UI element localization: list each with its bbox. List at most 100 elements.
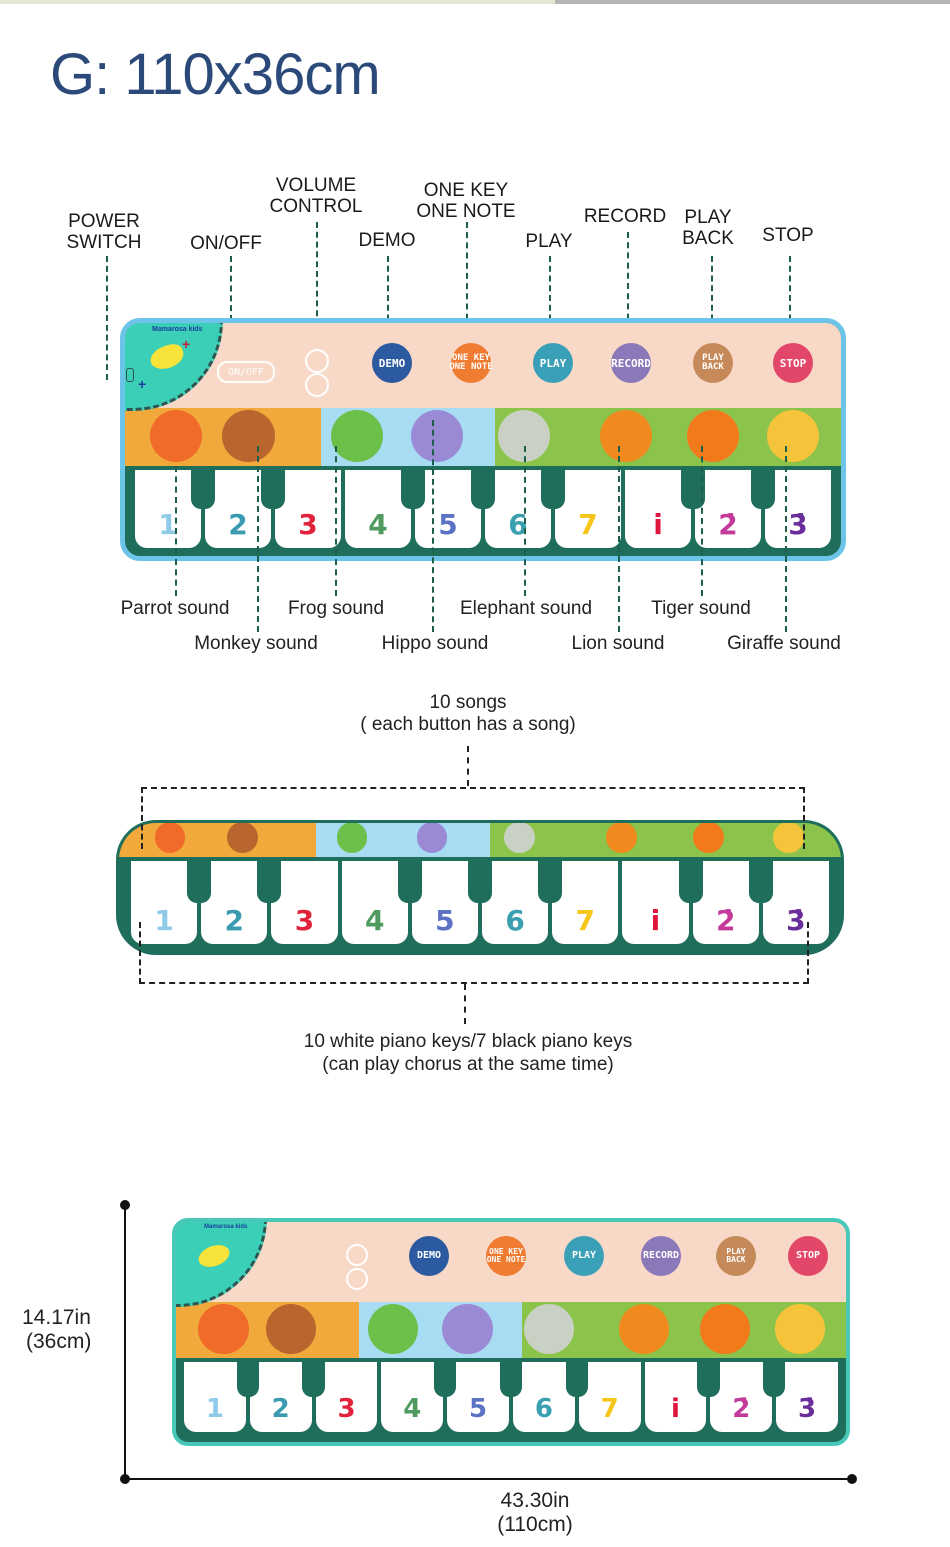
tiger-illustration [686, 409, 740, 462]
white-key[interactable] [695, 470, 761, 548]
volume-down-icon[interactable]: + [138, 376, 147, 392]
sound-label-giraffe: Giraffe sound [727, 633, 841, 654]
tiger-illustration [693, 823, 724, 853]
mat-button-play-back[interactable]: PLAY BACK [716, 1236, 756, 1276]
key-number: 4 [368, 508, 388, 541]
sound-leader-line [524, 446, 526, 596]
black-key[interactable] [468, 857, 492, 903]
white-key[interactable] [644, 1362, 707, 1432]
giraffe-illustration [773, 823, 805, 853]
black-key[interactable] [257, 857, 282, 903]
white-key[interactable] [622, 861, 689, 944]
sound-label-lion: Lion sound [571, 633, 665, 654]
width-dimension-line [124, 1478, 852, 1480]
black-key[interactable] [763, 1358, 786, 1397]
white-key[interactable] [552, 861, 619, 944]
black-key[interactable] [751, 466, 775, 509]
parrot-illustration [198, 1303, 249, 1354]
power-switch[interactable] [126, 368, 134, 382]
mat-button-record[interactable]: RECORD [641, 1236, 681, 1276]
key-number: 5 [438, 508, 458, 541]
white-key[interactable] [710, 1362, 773, 1432]
key-number: 2̇ [718, 508, 738, 541]
black-key[interactable] [748, 857, 773, 903]
black-key[interactable] [397, 857, 422, 903]
mat-button-one-key-one-note[interactable]: ONE KEY ONE NOTE [449, 343, 493, 383]
mat-button-record[interactable]: RECORD [611, 343, 651, 383]
white-key[interactable] [184, 1362, 246, 1432]
black-key[interactable] [541, 466, 565, 509]
on-off-button[interactable]: ON/OFF [217, 361, 275, 383]
black-key[interactable] [434, 1358, 457, 1397]
sound-label-frog: Frog sound [287, 598, 385, 619]
black-key[interactable] [678, 857, 703, 903]
white-key[interactable] [447, 1362, 509, 1432]
ground-orange [119, 823, 316, 857]
white-key[interactable] [131, 861, 198, 944]
key-number: 4 [403, 1394, 422, 1424]
leader-line [789, 256, 791, 340]
black-key[interactable] [681, 466, 705, 509]
white-key[interactable] [765, 470, 831, 548]
black-key[interactable] [302, 1358, 325, 1397]
white-key[interactable] [381, 1362, 444, 1432]
black-key[interactable] [401, 466, 425, 509]
black-key[interactable] [565, 1358, 588, 1397]
white-key[interactable] [411, 861, 478, 944]
key-number: 2 [271, 1394, 290, 1424]
brand-logo: Mamarosa kids [204, 1224, 248, 1230]
black-key[interactable] [236, 1358, 259, 1397]
white-key[interactable] [485, 470, 551, 548]
white-key[interactable] [482, 861, 549, 944]
mat-button-demo[interactable]: DEMO [409, 1236, 449, 1276]
music-note-icon [147, 340, 187, 374]
mat-button-demo[interactable]: DEMO [372, 343, 412, 383]
white-key[interactable] [513, 1362, 575, 1432]
black-key[interactable] [261, 466, 285, 509]
volume-down-button[interactable] [305, 373, 329, 397]
volume-up-icon[interactable]: + [182, 336, 191, 352]
white-key[interactable] [555, 470, 621, 548]
white-key[interactable] [275, 470, 341, 548]
white-key[interactable] [205, 470, 271, 548]
key-number: 2̇ [732, 1394, 751, 1424]
white-key[interactable] [776, 1362, 838, 1432]
mat-button-play[interactable]: PLAY [533, 343, 573, 383]
white-key[interactable] [762, 861, 829, 944]
top-strip-right [555, 0, 950, 4]
volume-up-button[interactable] [305, 349, 329, 373]
mat-button-play[interactable]: PLAY [564, 1236, 604, 1276]
leader-line [387, 256, 389, 340]
leader-line [316, 222, 318, 375]
sound-leader-line [432, 420, 434, 632]
white-key[interactable] [625, 470, 691, 548]
mat-button-stop[interactable]: STOP [788, 1236, 828, 1276]
monkey-illustration [266, 1303, 317, 1354]
black-key[interactable] [191, 466, 215, 509]
white-key[interactable] [578, 1362, 641, 1432]
white-key[interactable] [692, 861, 759, 944]
white-key[interactable] [201, 861, 268, 944]
mat-button-play-back[interactable]: PLAY BACK [693, 343, 733, 383]
white-key[interactable] [315, 1362, 378, 1432]
white-key[interactable] [415, 470, 481, 548]
volume-up-button[interactable] [346, 1244, 368, 1266]
mat-button-stop[interactable]: STOP [773, 343, 813, 383]
black-key[interactable] [187, 857, 212, 903]
black-key[interactable] [471, 466, 495, 509]
black-key[interactable] [697, 1358, 720, 1397]
white-key[interactable] [271, 861, 338, 944]
mat-button-one-key-one-note[interactable]: ONE KEY ONE NOTE [486, 1236, 526, 1276]
black-key[interactable] [538, 857, 563, 903]
height-dimension-line [124, 1205, 126, 1480]
white-key[interactable] [345, 470, 411, 548]
volume-down-button[interactable] [346, 1268, 368, 1290]
key-number: 6 [534, 1394, 553, 1424]
white-key[interactable] [341, 861, 408, 944]
key-number: i [671, 1394, 680, 1424]
black-key[interactable] [499, 1358, 523, 1397]
white-key[interactable] [249, 1362, 312, 1432]
white-key[interactable] [135, 470, 201, 548]
